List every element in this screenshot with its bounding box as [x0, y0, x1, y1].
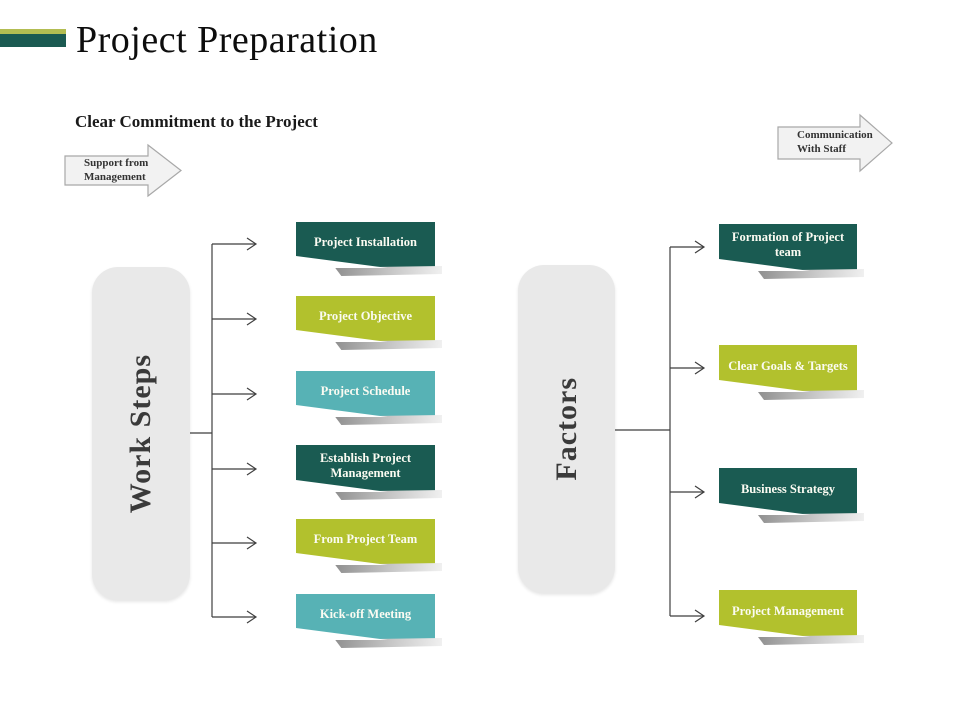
arrow-label-line2: With Staff [797, 143, 846, 155]
note-from-project-team: From Project Team [296, 519, 435, 565]
factors-label: Factors [549, 377, 583, 481]
slide-title: Project Preparation [76, 19, 378, 61]
note-label: Formation of Project team [731, 230, 845, 259]
note-label: Business Strategy [740, 481, 836, 496]
slide-subtitle: Clear Commitment to the Project [75, 112, 318, 131]
note-project-schedule: Project Schedule [296, 371, 435, 417]
right-arrow-shape-icon [777, 113, 893, 173]
work-steps-label: Work Steps [124, 353, 157, 514]
arrow-label: Support from Management [78, 143, 152, 198]
note-label: Project Objective [318, 309, 413, 323]
note-business-strategy: Business Strategy [719, 468, 857, 515]
note-label: From Project Team [313, 532, 418, 546]
arrow-label: Communication With Staff [791, 113, 873, 173]
right-arrow-shape-icon [64, 143, 182, 198]
accent-bar-olive [0, 29, 66, 34]
communication-with-staff-arrow: Communication With Staff [777, 113, 893, 173]
note-project-management: Project Management [719, 590, 857, 637]
note-label: Project Installation [314, 235, 417, 249]
note-label: Clear Goals & Targets [728, 358, 848, 373]
note-label: Project Schedule [320, 384, 411, 398]
note-label: Project Management [732, 603, 844, 618]
note-clear-goals-targets: Clear Goals & Targets [719, 345, 857, 392]
note-establish-project-management: Establish Project Management [296, 445, 435, 492]
note-project-installation: Project Installation [296, 222, 435, 268]
factors-panel: Factors [518, 265, 615, 593]
note-label: Establish Project Management [319, 451, 412, 480]
arrow-label-line2: Management [84, 170, 146, 183]
accent-bar-teal [0, 34, 66, 47]
arrow-label-line1: Support from [84, 156, 149, 169]
note-kick-off-meeting: Kick-off Meeting [296, 594, 435, 640]
support-from-management-arrow: Support from Management [64, 143, 182, 198]
note-project-objective: Project Objective [296, 296, 435, 342]
work-steps-panel: Work Steps [92, 267, 190, 600]
arrow-label-line1: Communication [797, 129, 873, 142]
note-formation-of-project-team: Formation of Project team [719, 224, 857, 271]
note-label: Kick-off Meeting [319, 607, 412, 621]
